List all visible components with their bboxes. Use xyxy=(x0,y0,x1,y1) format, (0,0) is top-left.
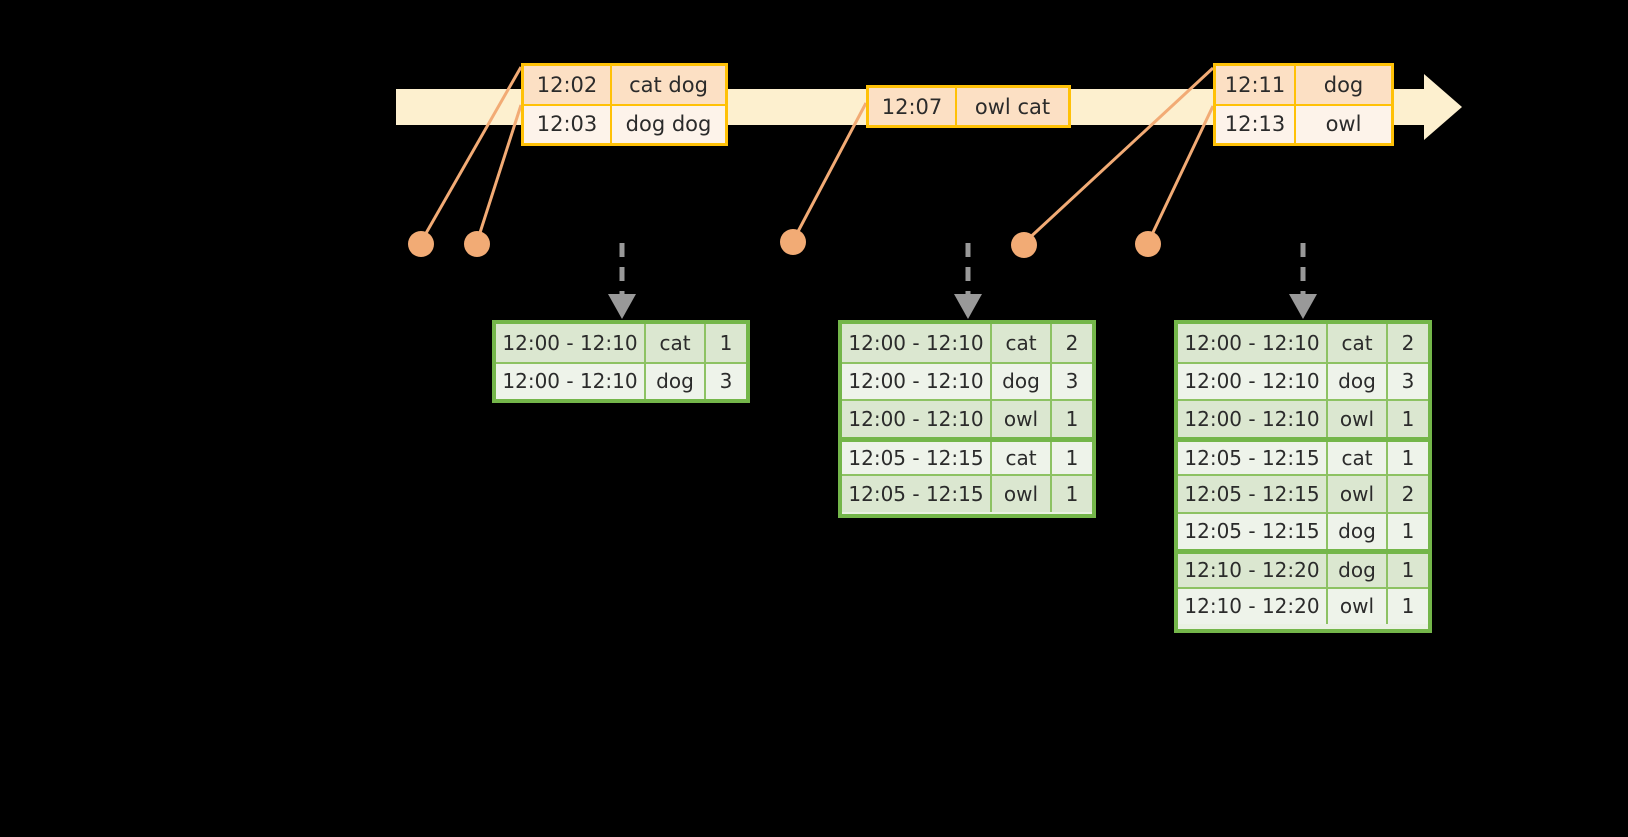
cell-window: 12:05 - 12:15 xyxy=(842,476,992,512)
cell-window: 12:05 - 12:15 xyxy=(1178,513,1328,549)
event-box-group-2[interactable]: 12:07 owl cat xyxy=(866,85,1071,128)
cell-word: dog xyxy=(1328,363,1388,399)
table-row[interactable]: 12:00 - 12:10 cat 2 xyxy=(1178,324,1428,362)
event-row[interactable]: 12:03 dog dog xyxy=(524,103,725,143)
table-row[interactable]: 12:00 - 12:10 cat 2 xyxy=(842,324,1092,362)
cell-count: 1 xyxy=(1065,445,1079,470)
table-row[interactable]: 12:00 - 12:10 owl 1 xyxy=(1178,399,1428,437)
dashed-arrow-head-3 xyxy=(1289,294,1317,319)
dashed-arrow-head-1 xyxy=(608,294,636,319)
cell-word: owl xyxy=(992,476,1052,512)
cell-count: 1 xyxy=(1401,445,1415,470)
cell-count: 1 xyxy=(1401,558,1415,583)
cell-window: 12:00 - 12:10 xyxy=(496,324,646,362)
cell-word: owl xyxy=(992,401,1052,437)
cell-count: 1 xyxy=(1401,406,1415,431)
result-table-3[interactable]: 12:00 - 12:10 cat 2 12:00 - 12:10 dog 3 … xyxy=(1174,320,1432,633)
event-row[interactable]: 12:07 owl cat xyxy=(869,88,1068,125)
table-row[interactable]: 12:00 - 12:10 dog 3 xyxy=(496,361,746,399)
cell-word: cat xyxy=(646,324,706,362)
table-row[interactable]: 12:05 - 12:15 cat 1 xyxy=(1178,436,1428,474)
table-row[interactable]: 12:00 - 12:10 dog 3 xyxy=(1178,361,1428,399)
event-words: owl cat xyxy=(974,94,1051,119)
cell-count: 3 xyxy=(719,369,733,394)
cell-window: 12:10 - 12:20 xyxy=(1178,588,1328,624)
cell-word: owl xyxy=(1328,588,1388,624)
cell-word: cat xyxy=(992,441,1052,474)
cell-count: 1 xyxy=(1065,481,1079,506)
cell-window: 12:05 - 12:15 xyxy=(1178,476,1328,512)
event-time: 12:07 xyxy=(869,88,957,125)
cell-window: 12:00 - 12:10 xyxy=(842,324,992,362)
cell-window: 12:00 - 12:10 xyxy=(842,363,992,399)
cell-word: owl xyxy=(1328,401,1388,437)
table-row[interactable]: 12:05 - 12:15 owl 2 xyxy=(1178,474,1428,512)
event-row[interactable]: 12:11 dog xyxy=(1216,66,1391,104)
timeline-arrowhead xyxy=(1424,74,1462,140)
event-dot-2 xyxy=(464,231,490,257)
table-row[interactable]: 12:05 - 12:15 cat 1 xyxy=(842,436,1092,474)
event-box-group-3[interactable]: 12:11 dog 12:13 owl xyxy=(1213,63,1394,146)
event-words: dog dog xyxy=(625,112,712,137)
cell-word: dog xyxy=(646,363,706,399)
cell-word: owl xyxy=(1328,476,1388,512)
table-row[interactable]: 12:05 - 12:15 dog 1 xyxy=(1178,511,1428,549)
cell-window: 12:00 - 12:10 xyxy=(1178,401,1328,437)
cell-count: 1 xyxy=(1401,594,1415,619)
cell-count: 1 xyxy=(719,330,733,355)
cell-window: 12:10 - 12:20 xyxy=(1178,554,1328,587)
result-table-1[interactable]: 12:00 - 12:10 cat 1 12:00 - 12:10 dog 3 xyxy=(492,320,750,403)
event-dot-1 xyxy=(408,231,434,257)
table-row[interactable]: 12:10 - 12:20 dog 1 xyxy=(1178,549,1428,587)
event-dot-4 xyxy=(1011,232,1037,258)
cell-word: dog xyxy=(992,363,1052,399)
cell-word: cat xyxy=(1328,441,1388,474)
cell-count: 2 xyxy=(1065,330,1079,355)
table-row[interactable]: 12:00 - 12:10 cat 1 xyxy=(496,324,746,362)
event-dot-5 xyxy=(1135,231,1161,257)
event-time: 12:11 xyxy=(1216,66,1296,104)
event-time: 12:02 xyxy=(524,66,612,104)
event-dot-3 xyxy=(780,229,806,255)
cell-count: 1 xyxy=(1401,519,1415,544)
cell-word: cat xyxy=(992,324,1052,362)
connector-line-5 xyxy=(1146,105,1215,244)
event-row[interactable]: 12:02 cat dog xyxy=(524,66,725,104)
cell-count: 3 xyxy=(1065,369,1079,394)
event-words: cat dog xyxy=(629,72,708,97)
cell-window: 12:05 - 12:15 xyxy=(842,441,992,474)
cell-word: dog xyxy=(1328,513,1388,549)
table-row[interactable]: 12:10 - 12:20 owl 1 xyxy=(1178,586,1428,624)
cell-window: 12:00 - 12:10 xyxy=(842,401,992,437)
cell-count: 3 xyxy=(1401,369,1415,394)
cell-window: 12:05 - 12:15 xyxy=(1178,441,1328,474)
connector-line-2 xyxy=(475,104,523,243)
cell-count: 2 xyxy=(1401,481,1415,506)
event-words: owl xyxy=(1325,112,1362,137)
cell-window: 12:00 - 12:10 xyxy=(1178,363,1328,399)
event-words: dog xyxy=(1323,72,1364,97)
cell-word: cat xyxy=(1328,324,1388,362)
dashed-arrow-head-2 xyxy=(954,294,982,319)
result-table-2[interactable]: 12:00 - 12:10 cat 2 12:00 - 12:10 dog 3 … xyxy=(838,320,1096,518)
cell-window: 12:00 - 12:10 xyxy=(496,363,646,399)
event-time: 12:13 xyxy=(1216,105,1296,143)
table-row[interactable]: 12:05 - 12:15 owl 1 xyxy=(842,474,1092,512)
cell-count: 2 xyxy=(1401,330,1415,355)
event-time: 12:03 xyxy=(524,105,612,143)
table-row[interactable]: 12:00 - 12:10 owl 1 xyxy=(842,399,1092,437)
cell-word: dog xyxy=(1328,554,1388,587)
event-box-group-1[interactable]: 12:02 cat dog 12:03 dog dog xyxy=(521,63,728,146)
event-row[interactable]: 12:13 owl xyxy=(1216,103,1391,143)
cell-count: 1 xyxy=(1065,406,1079,431)
table-row[interactable]: 12:00 - 12:10 dog 3 xyxy=(842,361,1092,399)
cell-window: 12:00 - 12:10 xyxy=(1178,324,1328,362)
